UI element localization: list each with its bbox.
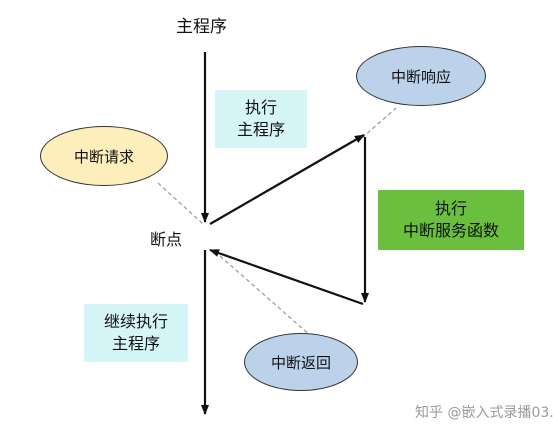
execute-main-line1: 执行 [244,98,277,118]
request-connector [157,182,204,225]
watermark: 知乎 @嵌入式录播03. [415,402,553,422]
main-program-label: 主程序 [176,17,227,37]
execute-main-line2: 主程序 [236,120,285,139]
continue-main-line2: 主程序 [111,334,160,353]
continue-main-line1: 继续执行 [103,312,168,332]
to-response-arrow [209,134,365,225]
return-arrow [209,248,364,306]
return-connector [219,255,313,338]
watermark-handle: @嵌入式录播03. [447,405,553,421]
watermark-platform: 知乎 [415,405,443,421]
interrupt-return-oval: 中断返回 [244,333,358,391]
execute-isr-line2: 中断服务函数 [402,221,499,240]
continue-main-box: 继续执行 主程序 [84,304,188,362]
breakpoint-label: 断点 [150,230,183,249]
execute-isr-box: 执行 中断服务函数 [378,190,524,250]
execute-main-box: 执行 主程序 [215,90,307,148]
response-connector [361,107,397,139]
execute-isr-line1: 执行 [434,199,467,219]
interrupt-response-oval: 中断响应 [356,46,486,106]
interrupt-request-oval: 中断请求 [40,126,168,186]
